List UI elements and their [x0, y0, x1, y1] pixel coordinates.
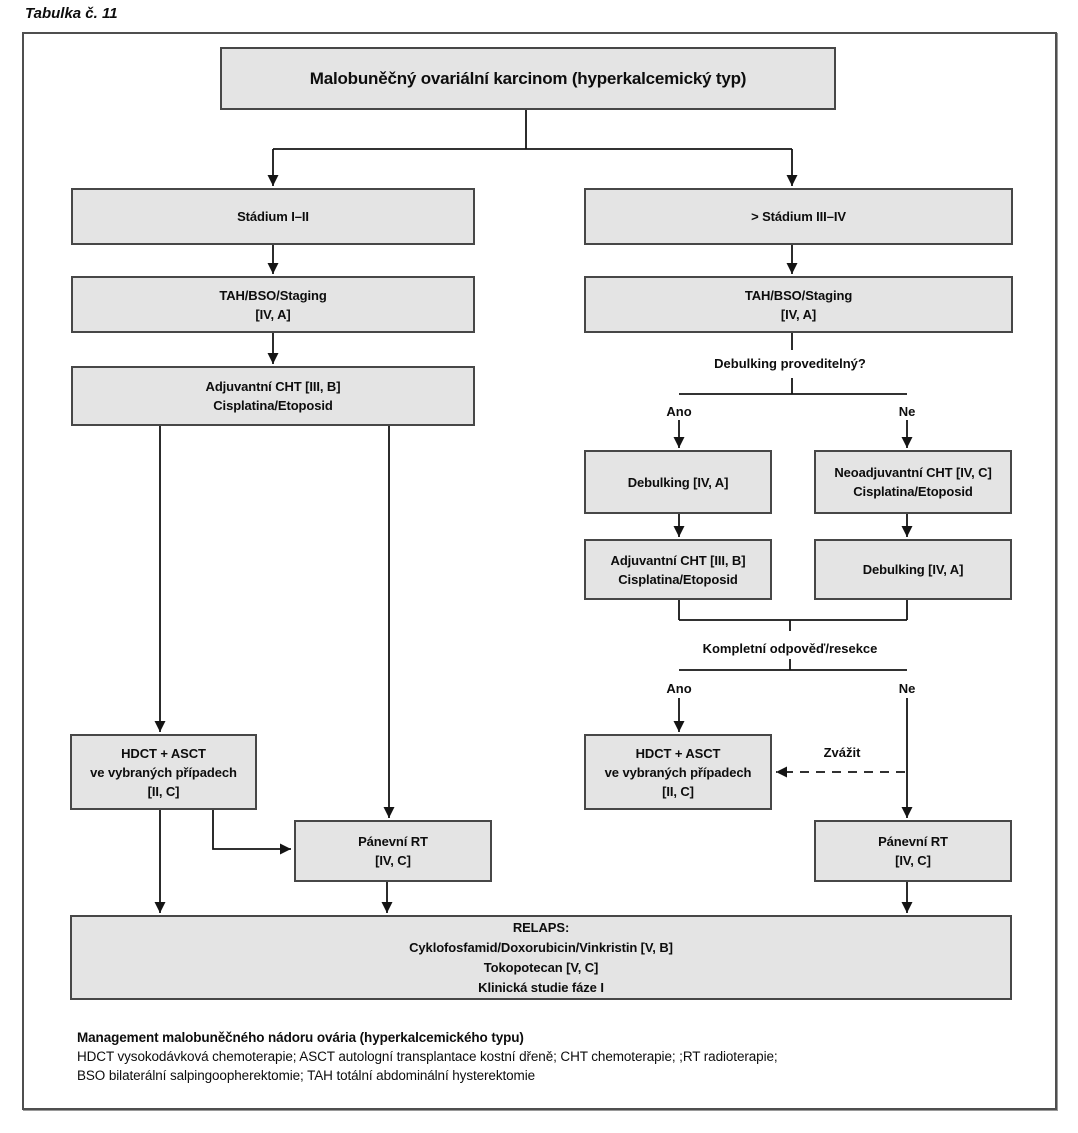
legend-abbrev-line-1: HDCT vysokodávková chemoterapie; ASCT au… — [77, 1049, 778, 1064]
label-complete-response: Kompletní odpověď/resekce — [699, 641, 881, 657]
node-tah-left-line2: [IV, A] — [255, 306, 291, 322]
node-hdct-asct-left-line2: ve vybraných případech — [90, 764, 237, 780]
legend: Management malobuněčného nádoru ovária (… — [77, 1028, 778, 1085]
node-adjuvant-left-line1: Adjuvantní CHT [III, B] — [205, 379, 341, 394]
node-pelvic-rt-left-line1: Pánevní RT — [358, 834, 428, 849]
node-tah-left-line1: TAH/BSO/Staging — [219, 287, 327, 303]
node-debulking-2-line: Debulking [IV, A] — [862, 562, 964, 577]
node-hdct-asct-right-line1: HDCT + ASCT — [635, 745, 721, 761]
node-neoadjuvant-cht-line2: Cisplatina/Etoposid — [853, 484, 973, 499]
label-ne-2: Ne — [895, 681, 919, 697]
node-neoadjuvant-cht-line1: Neoadjuvantní CHT [IV, C] — [834, 465, 992, 480]
node-adjuvant-left: Adjuvantní CHT [III, B] Cisplatina/Etopo… — [71, 366, 475, 426]
label-ano-2: Ano — [663, 681, 695, 697]
node-relaps-line3: Tokopotecan [V, C] — [483, 959, 599, 975]
node-pelvic-rt-left-line2: [IV, C] — [375, 853, 411, 868]
node-hdct-asct-left-line3: [II, C] — [147, 783, 180, 799]
node-debulking-1-line: Debulking [IV, A] — [627, 474, 729, 490]
flowchart-frame: Malobuněčný ovariální karcinom (hyperkal… — [22, 32, 1057, 1110]
node-adjuvant-right-line1: Adjuvantní CHT [III, B] — [610, 552, 746, 568]
root-split-edges — [267, 110, 798, 186]
label-zvazit: Zvážit — [820, 745, 864, 761]
label-debulking-question: Debulking proveditelný? — [711, 356, 869, 372]
node-hdct-asct-right-line3: [II, C] — [662, 783, 694, 799]
node-adjuvant-right-line2: Cisplatina/Etoposid — [618, 571, 738, 587]
node-pelvic-rt-right: Pánevní RT [IV, C] — [814, 820, 1012, 882]
table-caption: Tabulka č. 11 — [25, 5, 118, 22]
node-stage-1-2: Stádium I–II — [71, 188, 475, 245]
node-pelvic-rt-left: Pánevní RT [IV, C] — [294, 820, 492, 882]
node-tah-right: TAH/BSO/Staging [IV, A] — [584, 276, 1013, 333]
node-hdct-asct-left: HDCT + ASCT ve vybraných případech [II, … — [70, 734, 257, 810]
node-relaps-line2: Cyklofosfamid/Doxorubicin/Vinkristin [V,… — [409, 939, 673, 955]
node-root: Malobuněčný ovariální karcinom (hyperkal… — [220, 47, 836, 110]
node-debulking-2: Debulking [IV, A] — [814, 539, 1012, 600]
node-tah-right-line1: TAH/BSO/Staging — [744, 287, 853, 303]
node-tah-right-line2: [IV, A] — [780, 306, 817, 322]
node-hdct-asct-left-line1: HDCT + ASCT — [121, 745, 206, 761]
node-pelvic-rt-right-line1: Pánevní RT — [878, 834, 948, 849]
node-relaps-line4: Klinická studie fáze I — [478, 979, 604, 995]
node-tah-left: TAH/BSO/Staging [IV, A] — [71, 276, 475, 333]
node-stage-3-4: > Stádium III–IV — [584, 188, 1013, 245]
node-stage-1-2-line: Stádium I–II — [237, 209, 309, 224]
node-hdct-asct-right: HDCT + ASCT ve vybraných případech [II, … — [584, 734, 772, 810]
node-adjuvant-left-line2: Cisplatina/Etoposid — [213, 398, 333, 413]
label-ne-1: Ne — [895, 404, 919, 420]
node-relaps-line1: RELAPS: — [512, 919, 570, 935]
node-hdct-asct-right-line2: ve vybraných případech — [604, 764, 752, 780]
label-ano-1: Ano — [663, 404, 695, 420]
node-pelvic-rt-right-line2: [IV, C] — [895, 853, 931, 868]
node-root-line: Malobuněčný ovariální karcinom (hyperkal… — [309, 68, 747, 88]
legend-title: Management malobuněčného nádoru ovária (… — [77, 1030, 524, 1045]
node-adjuvant-right: Adjuvantní CHT [III, B] Cisplatina/Etopo… — [584, 539, 772, 600]
right-branch-edges — [673, 245, 913, 913]
flowchart-edges — [154, 110, 913, 913]
left-branch-edges — [154, 245, 395, 913]
node-stage-3-4-line: > Stádium III–IV — [751, 209, 846, 224]
node-relaps: RELAPS: Cyklofosfamid/Doxorubicin/Vinkri… — [70, 915, 1012, 1000]
node-neoadjuvant-cht: Neoadjuvantní CHT [IV, C] Cisplatina/Eto… — [814, 450, 1012, 514]
node-debulking-1: Debulking [IV, A] — [584, 450, 772, 514]
legend-abbrev-line-2: BSO bilaterální salpingoopherektomie; TA… — [77, 1068, 536, 1083]
